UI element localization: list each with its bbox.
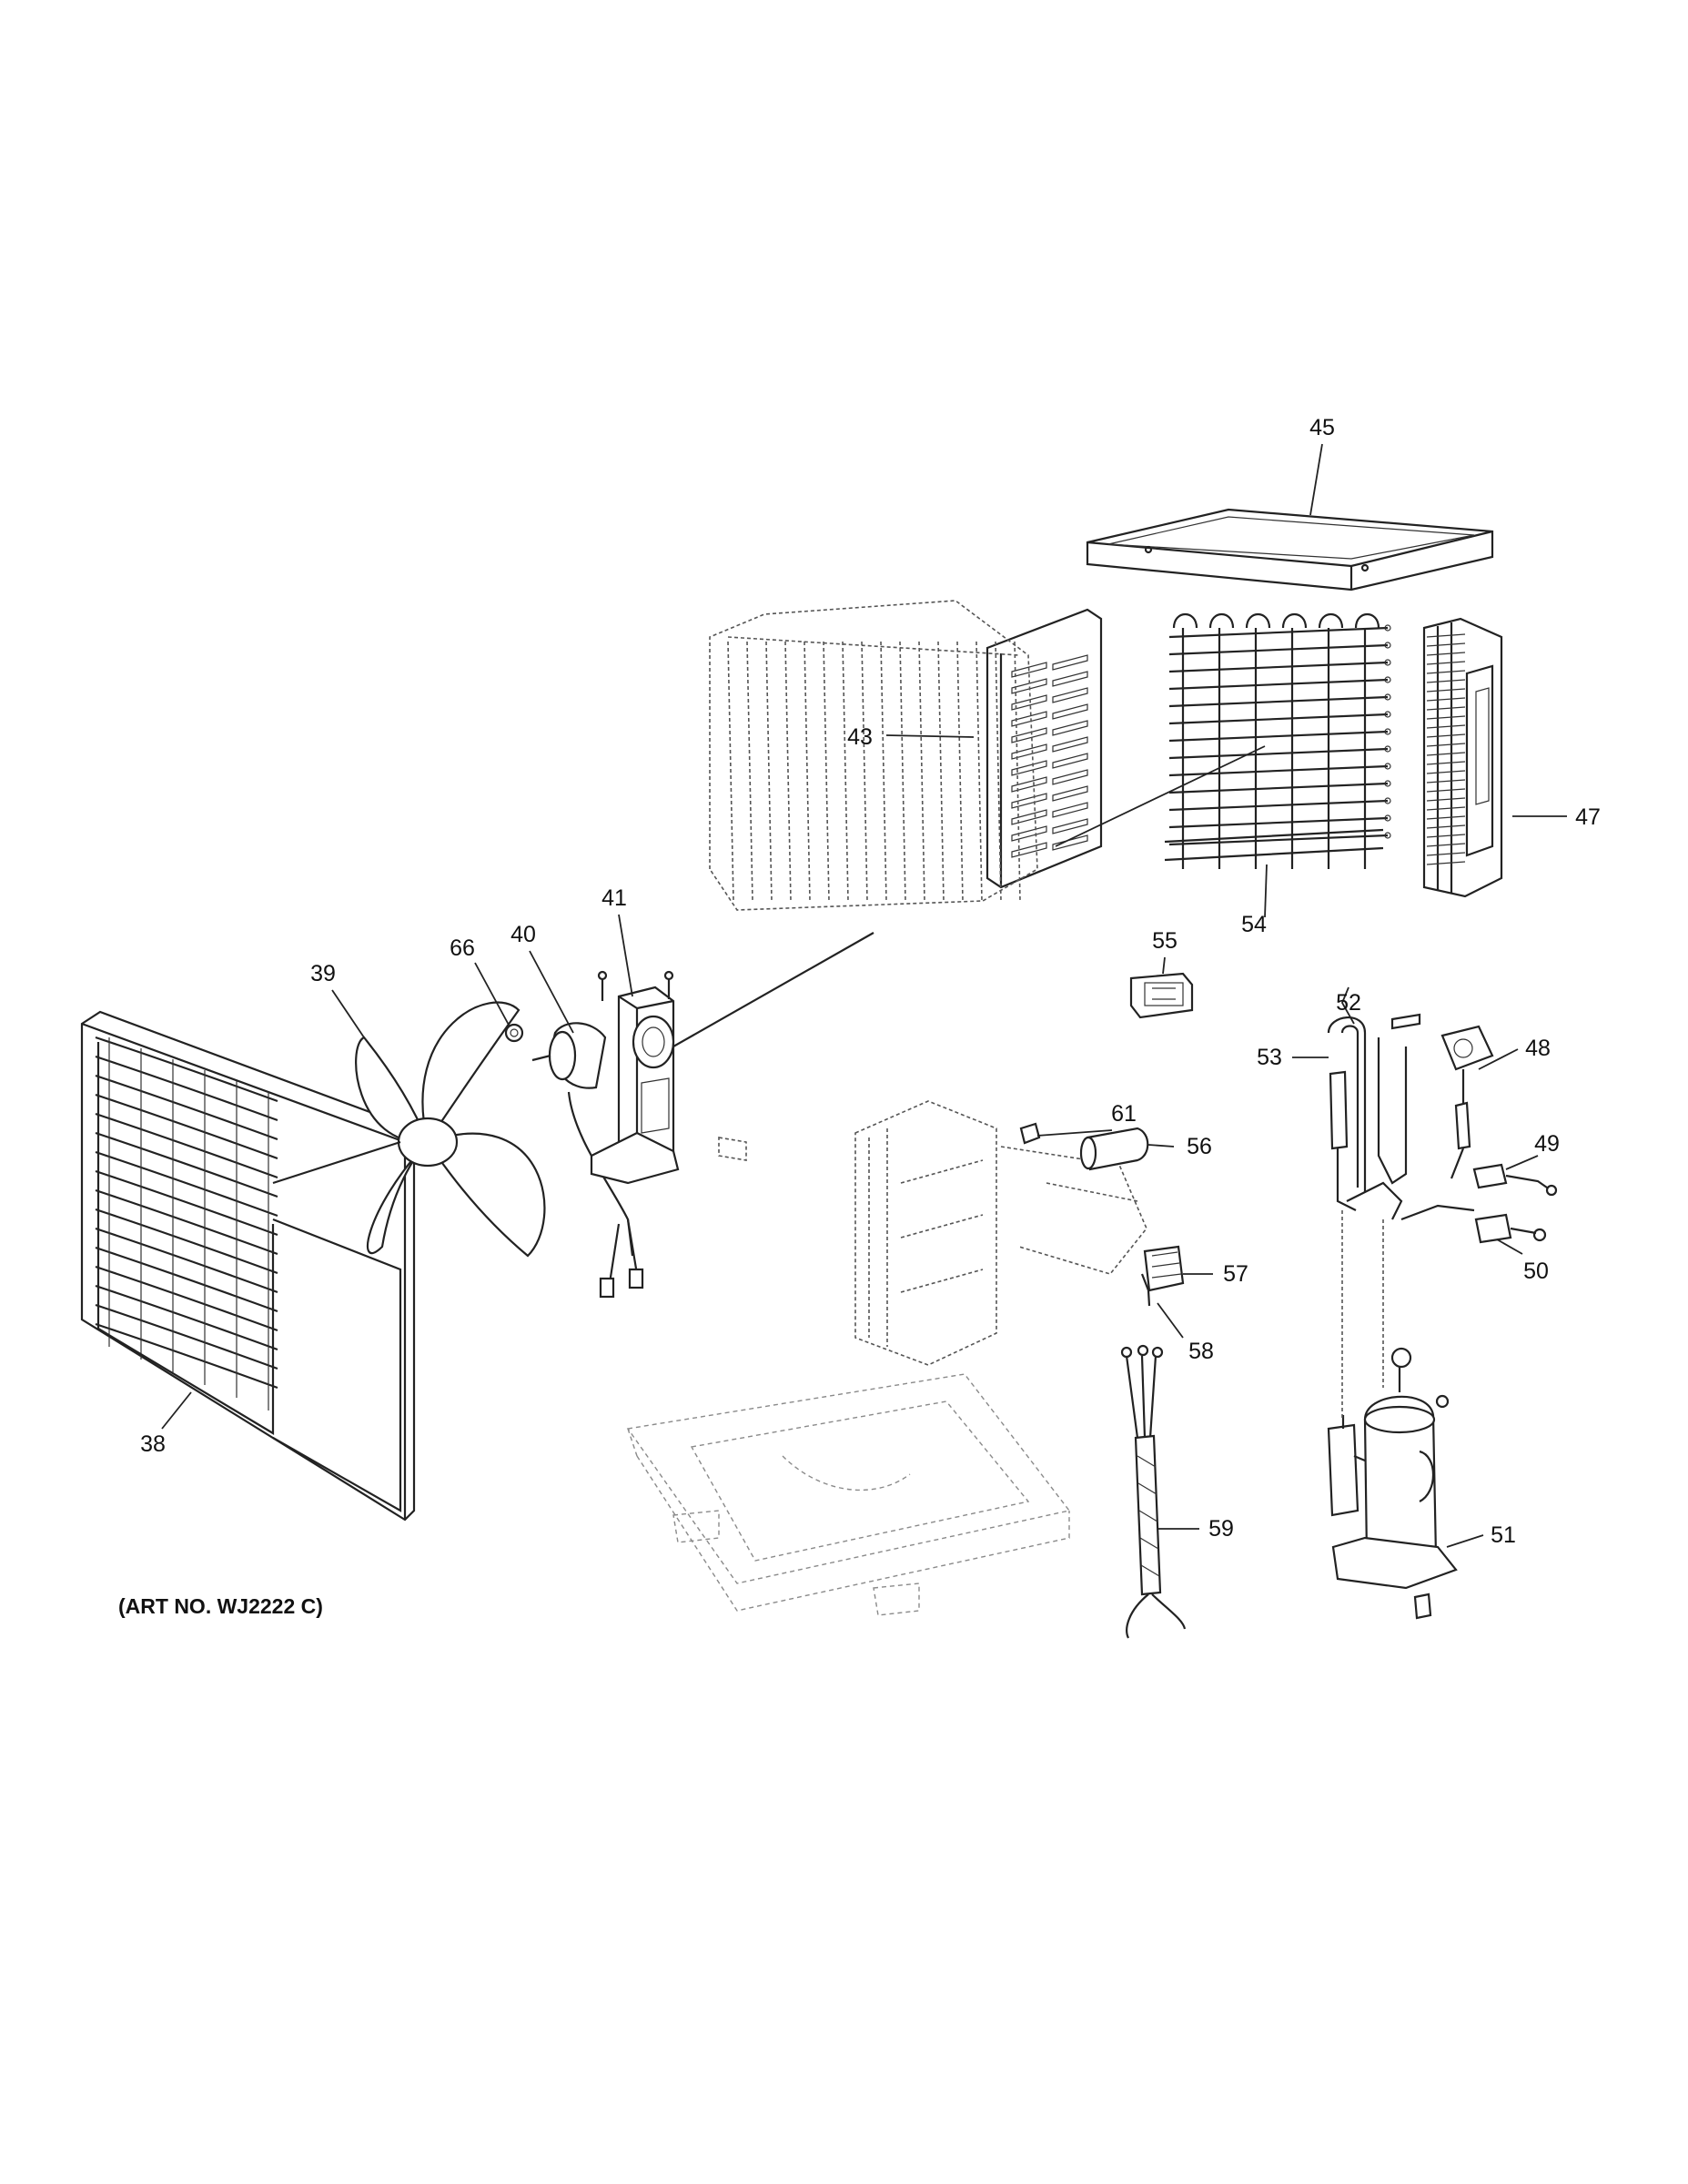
base-pan-ghost: [626, 1373, 1071, 1616]
callout-41: 41: [601, 885, 627, 911]
part-40-fan-motor: [531, 1022, 644, 1299]
part-57-58-connector: [1140, 1245, 1185, 1307]
part-39-fan-blade: [272, 1001, 546, 1258]
callouts: 45 43 47 54 55 41 40 66 39 52 53 48 49 5…: [140, 415, 1601, 1548]
partition-ghost: [854, 1100, 1147, 1366]
callout-53: 53: [1257, 1045, 1282, 1070]
callout-66: 66: [450, 935, 475, 961]
part-55-terminal-block: [1129, 972, 1194, 1019]
part-52-53-piping: [1327, 1013, 1475, 1221]
callout-45: 45: [1309, 415, 1335, 440]
callout-52: 52: [1336, 990, 1361, 1016]
part-41-motor-bracket: [590, 932, 874, 1185]
part-48-valve: [1440, 1025, 1494, 1179]
part-43-side-panel: [986, 608, 1103, 889]
part-56-capacitor: [1079, 1127, 1149, 1171]
part-50-service-valve: [1474, 1213, 1547, 1244]
callout-51: 51: [1491, 1522, 1516, 1548]
part-66-nut: [504, 1023, 524, 1043]
front-grille-bars: [95, 1036, 278, 1435]
callout-40: 40: [510, 922, 536, 947]
part-61-clip: [1019, 1122, 1041, 1145]
callout-49: 49: [1534, 1131, 1560, 1157]
callout-56: 56: [1187, 1134, 1212, 1159]
part-51-compressor: [1327, 1347, 1458, 1620]
part-49-service-valve: [1472, 1163, 1558, 1197]
condenser-coil-ghost: [709, 600, 1038, 1161]
callout-48: 48: [1525, 1036, 1551, 1061]
callout-54: 54: [1241, 912, 1267, 937]
callout-57: 57: [1223, 1261, 1248, 1287]
callout-47: 47: [1575, 804, 1601, 830]
part-47-side-panel: [1422, 617, 1503, 898]
part-45-top-cover: [1086, 508, 1494, 592]
part-38-front-grille: [80, 1010, 416, 1522]
part-59-wire-harness: [1120, 1344, 1187, 1639]
callout-43: 43: [847, 724, 873, 750]
callout-55: 55: [1152, 928, 1178, 954]
art-number: (ART NO. WJ2222 C): [118, 1594, 323, 1618]
louver-slots: [1011, 654, 1088, 858]
callout-61: 61: [1111, 1101, 1137, 1127]
assembly-guide-lines: [1055, 745, 1384, 1420]
callout-50: 50: [1523, 1259, 1549, 1284]
callout-39: 39: [310, 961, 336, 986]
callout-leaders: [161, 443, 1567, 1548]
callout-58: 58: [1188, 1339, 1214, 1364]
part-54-wire-guard: [1164, 613, 1391, 869]
callout-59: 59: [1208, 1516, 1234, 1542]
panel-mesh: [1426, 633, 1466, 865]
callout-38: 38: [140, 1431, 166, 1457]
